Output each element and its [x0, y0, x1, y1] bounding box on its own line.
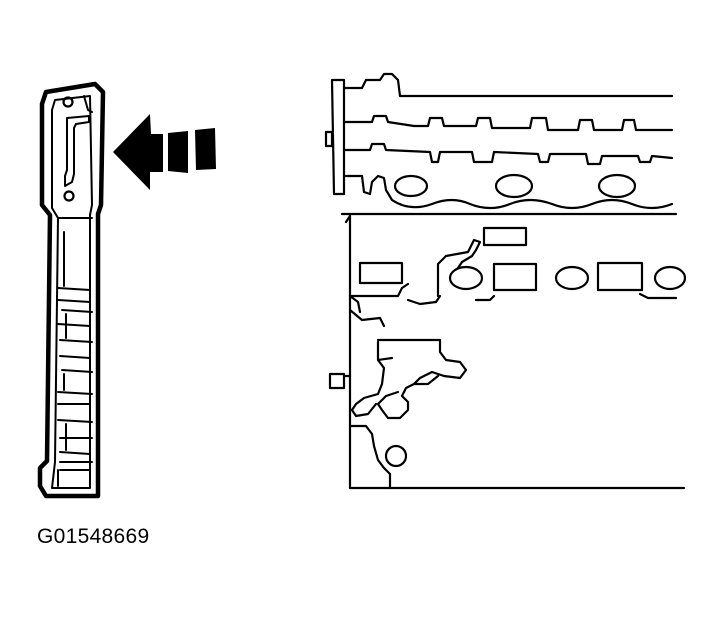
- gasket-bolt-hole-top: [62, 96, 74, 108]
- cover-gasket-part: [37, 81, 106, 499]
- arrow-head: [113, 114, 163, 190]
- cylinder-head-assembly: [324, 72, 687, 490]
- left-arrow-icon: [113, 114, 216, 190]
- arrow-bar-2: [195, 128, 216, 170]
- block-port-group-outline: [436, 238, 482, 298]
- gasket-bolt-hole-bottom: [63, 190, 75, 202]
- block-bolt-hole: [384, 444, 408, 468]
- gasket-separator-lines: [57, 217, 93, 463]
- gasket-side-segments: [57, 231, 91, 487]
- gasket-inner-outline: [51, 95, 93, 489]
- front-plate-stub: [324, 130, 334, 148]
- camshaft-bottom: [342, 142, 674, 166]
- block-port-oval-3: [653, 265, 687, 291]
- block-port-oval-2: [554, 265, 590, 291]
- head-lower-wave: [344, 174, 674, 210]
- block-top-slot: [482, 226, 528, 247]
- head-port-3: [597, 173, 637, 199]
- block-port-rect-3: [596, 261, 644, 292]
- block-lower-contour: [348, 424, 392, 490]
- oil-passage: [350, 338, 468, 420]
- block-deck-line: [348, 282, 678, 306]
- block-port-rect-1: [358, 261, 404, 285]
- block-side-stub: [328, 372, 352, 390]
- head-port-2: [494, 173, 534, 199]
- figure-code-caption: G01548669: [37, 525, 150, 548]
- gasket-frame-window: [64, 115, 90, 187]
- block-port-rect-2: [492, 262, 538, 292]
- camshaft-top: [342, 114, 674, 132]
- upper-casing: [342, 72, 674, 98]
- head-port-1: [393, 174, 429, 198]
- front-plate: [330, 78, 346, 196]
- block-port-oval-1: [448, 265, 484, 291]
- arrow-bar-1: [168, 131, 188, 173]
- engine-block-outline: [340, 212, 686, 490]
- block-left-contour: [348, 294, 386, 328]
- gasket-frame-detail: [83, 95, 93, 113]
- gasket-outline: [37, 81, 106, 499]
